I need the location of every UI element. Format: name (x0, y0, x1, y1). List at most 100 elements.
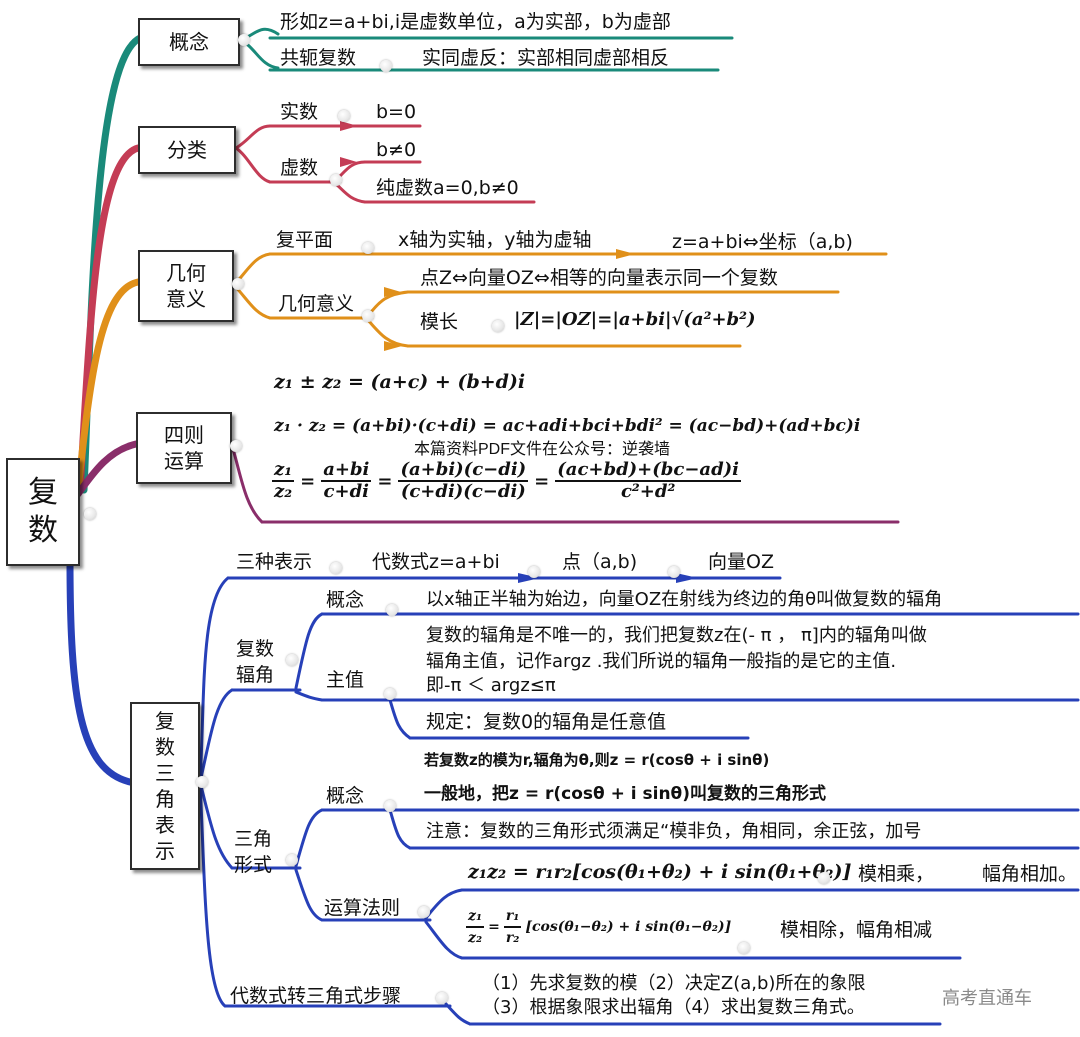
trig-div-r: r₁ r₂ (503, 906, 522, 948)
trig-div-lhs-num: z₁ (466, 906, 485, 928)
junction-dot (232, 278, 244, 290)
concept-conjugate-rule: 实同虚反：实部相同虚部相反 (422, 47, 670, 69)
geo-modulus-label: 模长 (420, 311, 459, 333)
trig-div-lhs: z₁ z₂ (466, 906, 485, 948)
op-div-lhs-den: z₂ (274, 481, 293, 502)
footer-watermark: 高考直通车 (942, 988, 1032, 1008)
trig-rules-label: 运算法则 (324, 897, 401, 919)
geo-plane-axes: x轴为实轴，y轴为虚轴 (398, 229, 592, 251)
trig-div-formula: z₁ z₂ = r₁ r₂ [cos(θ₁−θ₂) + i sin(θ₁−θ₂)] (466, 906, 731, 948)
op-div-f1-num: a+bi (321, 459, 372, 482)
trig-principal-text3: 即-π ＜ argz≤π (426, 675, 556, 696)
concept-definition: 形如z=a+bi,i是虚数单位，a为实部，b为虚部 (280, 11, 671, 33)
geo-meaning-vector: 点Z⇔向量OZ⇔相等的向量表示同一个复数 (420, 267, 778, 289)
arrow-heads (340, 121, 698, 583)
trig-convert-step1: （1）先求复数的模（2）决定Z(a,b)所在的象限 (482, 973, 866, 994)
trig-mul-formula: z₁z₂ = r₁r₂[cos(θ₁+θ₂) + i sin(θ₁+θ₂)] (468, 861, 852, 883)
op-div-f2-den: (c+di)(c−di) (400, 481, 526, 502)
op-div-f2-num: (a+bi)(c−di) (398, 459, 529, 482)
class-imag-condition: b≠0 (376, 139, 417, 161)
trig-principal-label: 主值 (326, 669, 365, 691)
geo-modulus-formula: |Z|=|OZ|=|a+bi|√(a²+b²) (514, 309, 756, 330)
node-trig-label: 复 数 三 角 表 示 (155, 709, 175, 863)
op-div-f3-num: (ac+bd)+(bc−ad)i (555, 459, 742, 482)
trig-mul-rule: 模相乘， (858, 863, 935, 885)
branch-trig-lines (66, 556, 1080, 1026)
junction-dot (84, 508, 96, 520)
junction-dot (528, 566, 540, 578)
junction-dot (492, 320, 504, 332)
node-classification-label: 分类 (167, 138, 207, 162)
junction-dot (380, 60, 392, 72)
trig-three-forms-label: 三种表示 (236, 551, 313, 573)
op-div-f3-den: c²+d² (620, 481, 676, 502)
op-div-eq2: = (377, 470, 393, 492)
junction-dot (330, 174, 342, 186)
geo-plane-coord: z=a+bi⇔坐标（a,b) (672, 231, 853, 253)
trig-tf-concept-text1: 若复数z的模为r,辐角为θ,则z = r(cosθ + i sinθ) (424, 751, 770, 769)
trig-convert-label: 代数式转三角式步骤 (230, 985, 402, 1007)
junction-dot (338, 110, 350, 122)
junction-dot (286, 654, 298, 666)
trig-tf-concept-note: 注意：复数的三角形式须满足“模非负，角相同，余正弦，加号 (426, 821, 922, 842)
trig-div-rule: 模相除，幅角相减 (780, 919, 933, 941)
junction-dot (362, 242, 374, 254)
class-real-label: 实数 (280, 101, 319, 123)
trig-convert-step2: （3）根据象限求出辐角（4）求出复数三角式。 (482, 997, 865, 1018)
trig-div-eq: = (488, 919, 500, 935)
trig-form-algebraic: 代数式z=a+bi (372, 551, 500, 573)
node-concept[interactable]: 概念 (138, 18, 240, 66)
trig-principal-text1: 复数的辐角是不唯一的，我们把复数z在(- π ， π]内的辐角叫做 (426, 625, 927, 646)
geo-meaning-label: 几何意义 (278, 293, 355, 315)
junction-dot (436, 992, 448, 1004)
op-div-f1-den: c+di (323, 481, 370, 502)
class-real-condition: b=0 (376, 101, 417, 123)
op-watermark: 本篇资料PDF文件在公众号：逆袭墙 (414, 441, 671, 458)
trig-principal-rule: 规定：复数0的辐角是任意值 (426, 711, 667, 733)
junction-dot (818, 872, 830, 884)
trig-tf-concept-text2: 一般地，把z = r(cosθ + i sinθ)叫复数的三角形式 (424, 784, 827, 804)
class-imag-label: 虚数 (280, 157, 319, 179)
trig-principal-text2: 辐角主值，记作argz .我们所说的辐角一般指的是它的主值. (426, 651, 897, 672)
root-label: 复 数 (28, 475, 58, 548)
junction-dot (384, 800, 396, 812)
trig-argument-label: 复数 辐角 (236, 638, 275, 686)
trig-form-point: 点（a,b) (562, 551, 638, 573)
trig-div-r-den: r₂ (505, 930, 520, 946)
junction-dot (196, 776, 208, 788)
trig-mul-rule2: 幅角相加。 (982, 863, 1078, 885)
trig-div-rest: [cos(θ₁−θ₂) + i sin(θ₁−θ₂)] (525, 919, 732, 935)
trig-tf-concept-label: 概念 (326, 785, 365, 807)
trig-div-lhs-den: z₂ (468, 930, 483, 946)
junction-dot (668, 566, 680, 578)
op-add-formula: z₁ ± z₂ = (a+c) + (b+d)i (274, 371, 526, 393)
junction-dot (238, 34, 250, 46)
junction-dot (230, 440, 242, 452)
junction-dot (418, 906, 430, 918)
trig-tf-label: 三角 形式 (234, 828, 273, 876)
op-div-eq1: = (300, 470, 316, 492)
junction-dot (286, 854, 298, 866)
concept-conjugate-label: 共轭复数 (280, 47, 357, 69)
op-div-f2: (a+bi)(c−di)(c+di)(c−di) (398, 459, 529, 502)
junction-dot (384, 688, 396, 700)
node-trig[interactable]: 复 数 三 角 表 示 (130, 702, 200, 870)
junction-dot (386, 604, 398, 616)
geo-plane-label: 复平面 (276, 229, 334, 251)
op-div-lhs-num: z₁ (272, 459, 295, 482)
node-concept-label: 概念 (169, 30, 209, 54)
node-geometry[interactable]: 几何 意义 (138, 250, 234, 322)
op-div-eq3: = (534, 470, 550, 492)
trig-arg-concept-label: 概念 (326, 589, 365, 611)
op-mul-formula: z₁ · z₂ = (a+bi)·(c+di) = ac+adi+bci+bdi… (274, 416, 861, 436)
trig-form-vector: 向量OZ (708, 551, 774, 573)
branch-operations-lines (74, 440, 900, 524)
node-operations[interactable]: 四则 运算 (136, 412, 232, 484)
trig-div-r-num: r₁ (503, 906, 522, 928)
node-classification[interactable]: 分类 (138, 126, 236, 174)
root-node[interactable]: 复 数 (6, 458, 80, 566)
